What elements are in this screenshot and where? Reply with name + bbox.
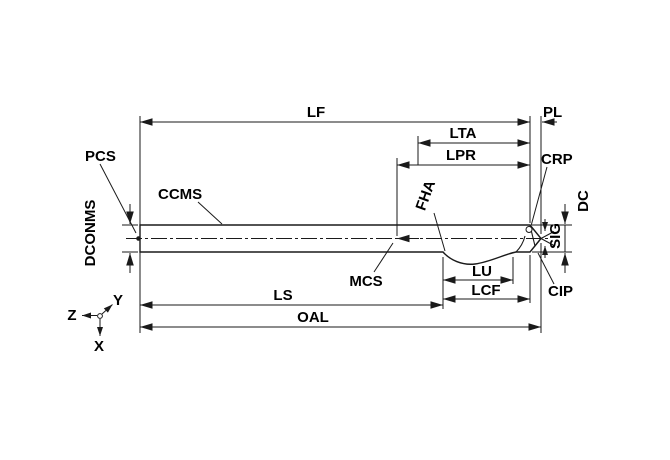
dim-label-cip: CIP xyxy=(548,283,573,300)
tool-body-outline xyxy=(139,224,542,265)
leader-pcs xyxy=(99,163,137,234)
leader-mcs xyxy=(373,242,394,273)
leader-ccms xyxy=(197,201,223,225)
dim-label-lcf: LCF xyxy=(471,282,500,299)
dimension-labels: LF PL LTA LPR CRP PCS CCMS DCONMS FHA DC… xyxy=(82,104,592,326)
dim-label-mcs: MCS xyxy=(349,273,382,290)
dim-label-lu: LU xyxy=(472,263,492,280)
dim-label-sig: SIG xyxy=(547,223,564,249)
dim-label-ccms: CCMS xyxy=(158,186,202,203)
dim-label-dconms: DCONMS xyxy=(82,200,99,267)
dim-label-lf: LF xyxy=(307,104,325,121)
axis-y-arrow xyxy=(101,304,113,315)
leader-cip xyxy=(537,252,555,285)
dim-label-oal: OAL xyxy=(297,309,329,326)
dim-label-ls: LS xyxy=(273,287,292,304)
axis-z-label: Z xyxy=(67,307,76,324)
leader-lines xyxy=(99,163,555,285)
dim-label-lta: LTA xyxy=(450,125,477,142)
axis-y-label: Y xyxy=(113,292,123,309)
dimension-lines xyxy=(126,118,569,331)
axes-origin-marker xyxy=(97,313,103,319)
dim-label-fha: FHA xyxy=(413,178,440,213)
dim-label-pl: PL xyxy=(543,104,562,121)
dim-label-crp: CRP xyxy=(541,151,573,168)
leader-fha xyxy=(433,212,446,252)
coordinate-axes: Z Y X xyxy=(67,292,123,355)
leader-crp xyxy=(530,166,548,227)
flute-end-curve xyxy=(515,235,526,253)
dim-label-lpr: LPR xyxy=(446,147,476,164)
tool-tip-detail xyxy=(529,225,542,248)
sig-flank-ext-upper xyxy=(540,231,555,239)
sig-flank-ext-lower xyxy=(540,238,555,246)
dim-label-dc: DC xyxy=(575,190,592,212)
crp-corner-marker xyxy=(525,226,533,233)
axis-x-label: X xyxy=(94,338,104,355)
tool-drawing xyxy=(126,224,550,265)
dim-label-pcs: PCS xyxy=(85,148,116,165)
